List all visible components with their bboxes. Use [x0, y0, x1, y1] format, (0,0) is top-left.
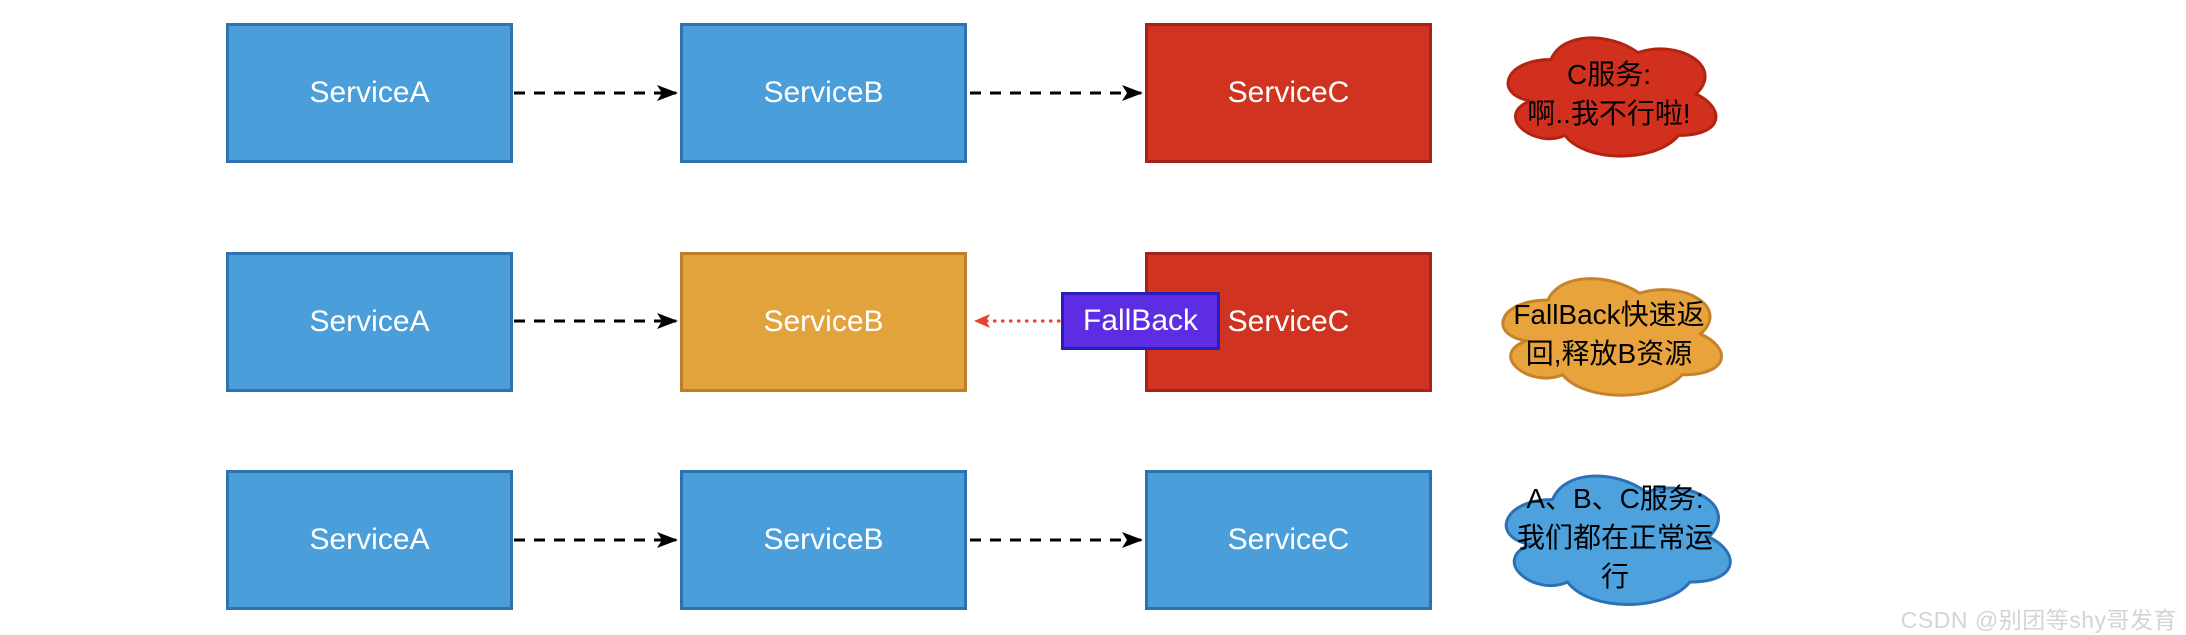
service-label: ServiceB	[763, 305, 884, 338]
service-label: ServiceB	[763, 523, 884, 556]
cloud-line: 我们都在正常运	[1516, 521, 1713, 553]
cloud-line: 啊..我不行啦!	[1527, 98, 1691, 129]
service-c-row-3: ServiceC	[1145, 470, 1432, 610]
cloud-callout-all-normal: A、B、C服务: 我们都在正常运 行	[1490, 462, 1740, 612]
cloud-text: A、B、C服务: 我们都在正常运 行	[1490, 462, 1740, 612]
cloud-callout-c-failed: C服务: 啊..我不行啦!	[1493, 25, 1725, 163]
service-label: ServiceA	[309, 305, 430, 338]
cloud-line: 行	[1600, 560, 1629, 592]
service-b-row-2: ServiceB	[680, 252, 967, 392]
cloud-line: A、B、C服务:	[1526, 482, 1704, 514]
cloud-shape	[1506, 476, 1730, 605]
fallback-box: FallBack	[1061, 292, 1220, 350]
service-label: ServiceA	[309, 523, 430, 556]
service-b-row-3: ServiceB	[680, 470, 967, 610]
cloud-text: C服务: 啊..我不行啦!	[1493, 25, 1725, 163]
service-label: ServiceC	[1227, 305, 1350, 338]
service-a-row-2: ServiceA	[226, 252, 513, 392]
service-c-row-1: ServiceC	[1145, 23, 1432, 163]
cloud-shape	[1508, 38, 1716, 156]
service-label: ServiceC	[1227, 523, 1350, 556]
service-label: ServiceB	[763, 76, 884, 109]
cloud-shape	[1503, 279, 1722, 396]
cloud-text: FallBack快速返 回,释放B资源	[1487, 266, 1731, 402]
cloud-callout-fallback: FallBack快速返 回,释放B资源	[1487, 266, 1731, 402]
cloud-line: 回,释放B资源	[1525, 338, 1693, 369]
cloud-line: FallBack快速返	[1513, 299, 1705, 330]
service-a-row-3: ServiceA	[226, 470, 513, 610]
service-a-row-1: ServiceA	[226, 23, 513, 163]
service-label: ServiceA	[309, 76, 430, 109]
service-b-row-1: ServiceB	[680, 23, 967, 163]
service-label: ServiceC	[1227, 76, 1350, 109]
cloud-line: C服务:	[1566, 59, 1651, 90]
csdn-watermark: CSDN @别团等shy哥发育	[1900, 607, 2177, 633]
fallback-label: FallBack	[1082, 304, 1199, 337]
